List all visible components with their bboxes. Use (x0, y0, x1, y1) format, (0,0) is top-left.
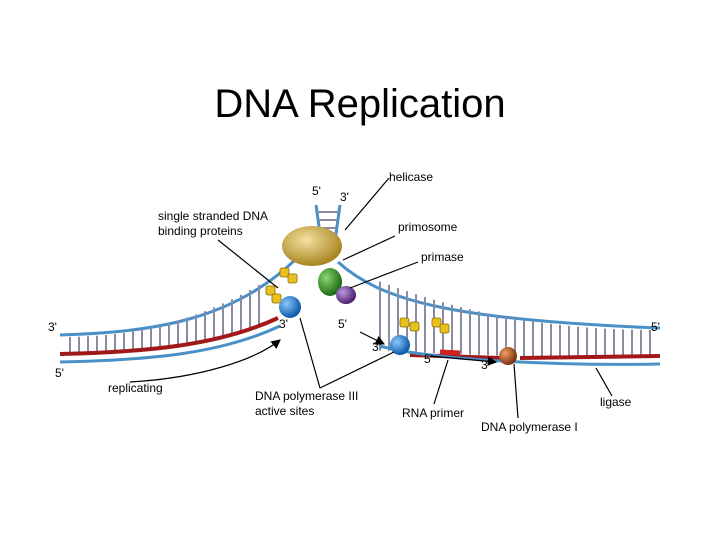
pointer-lines (129, 177, 613, 419)
ssb-proteins (265, 267, 450, 334)
helicase-protein (282, 226, 342, 266)
label-three-prime-center: 3' (372, 340, 381, 354)
label-ssb-line1: single stranded DNA (158, 209, 269, 223)
dna-polymerase-iii-lagging (390, 335, 410, 355)
dna-polymerase-iii-leading (279, 296, 301, 318)
dna-polymerase-i-protein (499, 347, 517, 365)
lagging-template-strand (336, 260, 661, 358)
label-three-prime-left: 3' (48, 320, 57, 334)
label-pol3-line2: active sites (255, 404, 315, 418)
primase-protein (318, 268, 342, 296)
primosome-protein (336, 286, 356, 304)
label-pol3-line1: DNA polymerase III (255, 389, 359, 403)
label-helicase: helicase (389, 170, 434, 184)
label-three-prime-lower-right: 3' (481, 358, 490, 372)
label-rna-primer: RNA primer (402, 406, 465, 420)
leading-new-strand (59, 316, 281, 364)
page-title: DNA Replication (214, 82, 506, 126)
label-five-prime-center: 5' (338, 317, 347, 331)
okazaki-fragments (379, 344, 661, 366)
label-replicating: replicating (108, 381, 163, 395)
label-ligase: ligase (600, 395, 632, 409)
label-three-prime-center-left: 3' (279, 317, 288, 331)
label-dna-polymerase-i: DNA polymerase I (481, 420, 578, 434)
label-five-prime-left: 5' (55, 366, 64, 380)
label-five-prime-lower-center: 5' (424, 352, 433, 366)
rna-primer-segment (439, 349, 461, 356)
label-three-prime-top: 3' (340, 190, 349, 204)
label-five-prime-top: 5' (312, 184, 321, 198)
label-five-prime-right: 5' (651, 320, 660, 334)
label-primase: primase (421, 250, 464, 264)
label-ssb-line2: binding proteins (158, 224, 243, 238)
label-primosome: primosome (398, 220, 458, 234)
